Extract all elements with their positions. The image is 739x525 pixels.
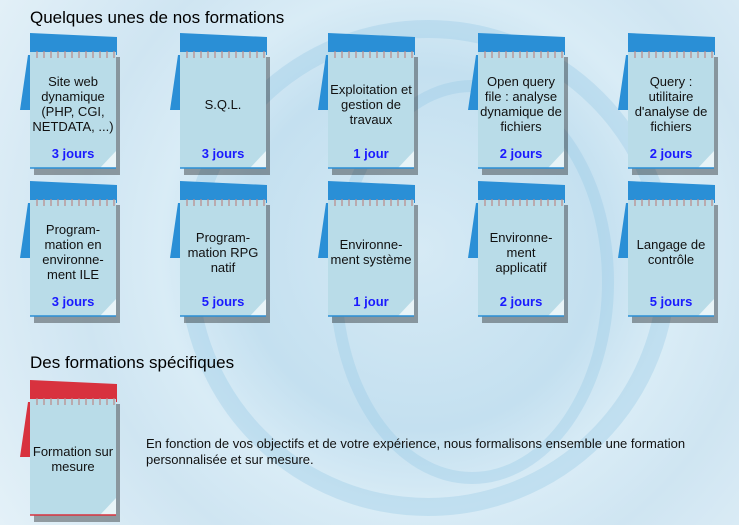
course-duration: 3 jours [201,146,245,161]
course-card[interactable]: S.Q.L. 3 jours [170,33,270,178]
notepad-icon [618,181,718,323]
course-duration: 5 jours [201,294,245,309]
course-card-special[interactable]: Formation sur mesure [20,380,120,525]
course-title: Langage de contrôle [636,237,706,267]
notepad-icon [618,33,718,175]
course-title: Program-mation RPG natif [187,229,259,275]
course-card[interactable]: Environne-ment applicatif 2 jours [468,181,568,326]
course-title: Exploitation et gestion de travaux [330,81,412,127]
course-card[interactable]: Environne-ment système 1 jour [318,181,418,326]
course-title: Open query file : analyse dynamique de f… [480,74,562,134]
course-card[interactable]: Langage de contrôle 5 jours [618,181,718,326]
notepad-icon [468,181,568,323]
course-title: Environne-ment applicatif [489,229,553,275]
course-title: Formation sur mesure [32,444,114,474]
course-card[interactable]: Exploitation et gestion de travaux 1 jour [318,33,418,178]
course-duration: 2 jours [499,294,543,309]
course-duration: 3 jours [51,146,95,161]
course-card[interactable]: Program-mation RPG natif 5 jours [170,181,270,326]
course-duration: 2 jours [649,146,693,161]
section-title-specifiques: Des formations spécifiques [30,353,235,372]
course-duration: 3 jours [51,294,95,309]
notepad-icon [170,33,270,175]
course-duration: 1 jour [353,146,389,161]
notepad-icon [20,181,120,323]
course-card[interactable]: Open query file : analyse dynamique de f… [468,33,568,178]
course-card[interactable]: Site web dynamique (PHP, CGI, NETDATA, .… [20,33,120,178]
notepad-icon [318,181,418,323]
course-title: Query : utilitaire d'analyse de fichiers [634,74,708,134]
special-description: En fonction de vos objectifs et de votre… [146,436,686,467]
notepad-icon [20,380,120,522]
notepad-icon [468,33,568,175]
course-card[interactable]: Query : utilitaire d'analyse de fichiers… [618,33,718,178]
course-title: Environne-ment système [330,237,412,267]
course-duration: 1 jour [353,294,389,309]
course-duration: 5 jours [649,294,693,309]
course-title: Program-mation en environne-ment ILE [42,222,104,282]
course-title: S.Q.L. [204,96,242,112]
course-duration: 2 jours [499,146,543,161]
course-card[interactable]: Program-mation en environne-ment ILE 3 jo… [20,181,120,326]
section-title-formations: Quelques unes de nos formations [30,8,285,27]
notepad-icon [170,181,270,323]
notepad-icon [318,33,418,175]
notepad-icon [20,33,120,175]
course-title: Site web dynamique (PHP, CGI, NETDATA, .… [32,74,114,134]
